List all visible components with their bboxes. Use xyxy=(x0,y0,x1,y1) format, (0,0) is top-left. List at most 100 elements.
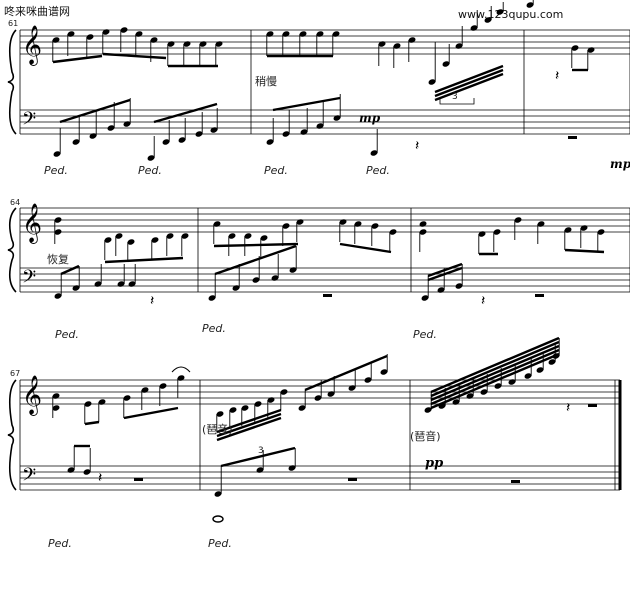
note-head xyxy=(437,287,445,293)
note-head xyxy=(494,383,502,389)
note-head xyxy=(484,17,492,23)
fermata-icon xyxy=(171,366,191,373)
note-head xyxy=(526,2,534,8)
beam xyxy=(304,354,388,392)
dynamic-mark: mp xyxy=(359,111,381,125)
note-head xyxy=(300,129,308,135)
beam xyxy=(430,348,560,406)
triplet-label: 3 xyxy=(452,92,458,102)
note-head xyxy=(120,27,128,33)
rest-icon: 𝄽 xyxy=(566,400,570,416)
brace xyxy=(7,379,17,491)
note-head xyxy=(178,137,186,143)
measure-number: 67 xyxy=(10,369,21,378)
note-head xyxy=(339,219,347,225)
note-head xyxy=(380,369,388,375)
note-head xyxy=(252,277,260,283)
pedal-mark: Ped. xyxy=(264,164,288,177)
triplet-label: 3 xyxy=(258,446,264,456)
beam xyxy=(430,336,560,394)
note-head xyxy=(215,41,223,47)
note-head xyxy=(115,233,123,239)
glissando-label: (琶音) xyxy=(410,430,441,443)
note-head xyxy=(127,239,135,245)
note-head xyxy=(123,395,131,401)
note-head xyxy=(72,139,80,145)
note-head xyxy=(493,229,501,235)
note-head xyxy=(332,31,340,37)
note-head xyxy=(117,281,125,287)
bass-clef-icon: 𝄢 xyxy=(22,109,36,134)
note-head xyxy=(378,41,386,47)
beam xyxy=(430,340,560,398)
note-head xyxy=(455,43,463,49)
note-head xyxy=(348,385,356,391)
whole-rest xyxy=(588,404,597,407)
rest-icon: 𝄽 xyxy=(98,470,102,486)
note-head xyxy=(316,31,324,37)
note-head xyxy=(181,233,189,239)
note-head xyxy=(266,31,274,37)
beam xyxy=(220,446,296,468)
bass-clef-icon: 𝄢 xyxy=(22,267,36,292)
note-head xyxy=(271,275,279,281)
measure-number: 61 xyxy=(8,19,19,28)
note-head xyxy=(150,37,158,43)
note-head xyxy=(408,37,416,43)
note-head xyxy=(199,41,207,47)
beam xyxy=(427,266,463,282)
pedal-mark: Ped. xyxy=(138,164,162,177)
note-head xyxy=(424,407,432,413)
note-head xyxy=(67,31,75,37)
note-head xyxy=(159,383,167,389)
beam xyxy=(430,352,560,410)
note-head xyxy=(478,231,486,237)
treble-clef-icon: 𝄞 xyxy=(22,203,42,244)
beam xyxy=(216,412,282,438)
dynamic-mark: mp xyxy=(610,157,630,171)
note-head xyxy=(564,227,572,233)
rest-icon: 𝄽 xyxy=(150,293,154,309)
note-head xyxy=(167,41,175,47)
note-head xyxy=(84,401,92,407)
note-head xyxy=(162,139,170,145)
beam xyxy=(434,64,504,94)
note-head xyxy=(89,133,97,139)
note-head xyxy=(229,407,237,413)
note-head xyxy=(102,29,110,35)
beam xyxy=(430,344,560,402)
pedal-mark: Ped. xyxy=(44,164,68,177)
note-head xyxy=(370,150,378,156)
site-watermark-right: www.123qupu.com xyxy=(458,8,564,21)
note-head xyxy=(442,61,450,67)
note-head xyxy=(128,281,136,287)
treble-clef-icon: 𝄞 xyxy=(22,25,42,66)
rest-icon: 𝄽 xyxy=(555,68,559,84)
note-head xyxy=(208,295,216,301)
note-head xyxy=(267,397,275,403)
rest-icon: 𝄽 xyxy=(481,293,485,309)
whole-rest xyxy=(535,294,544,297)
note-head xyxy=(52,393,60,399)
note-head xyxy=(537,221,545,227)
note-head xyxy=(52,405,60,411)
beam xyxy=(102,52,167,60)
note-head xyxy=(389,229,397,235)
pedal-mark: Ped. xyxy=(202,322,226,335)
whole-rest xyxy=(568,136,577,139)
note-head xyxy=(54,229,62,235)
note-head xyxy=(536,367,544,373)
note-head xyxy=(524,373,532,379)
note-head xyxy=(314,395,322,401)
brace xyxy=(7,29,17,135)
note-head xyxy=(419,229,427,235)
note-head xyxy=(166,233,174,239)
pedal-mark: Ped. xyxy=(366,164,390,177)
note-head xyxy=(298,405,306,411)
note-head xyxy=(183,41,191,47)
note-head xyxy=(83,469,91,475)
beam xyxy=(104,256,184,264)
note-head xyxy=(597,229,605,235)
note-head xyxy=(54,217,62,223)
note-head xyxy=(104,237,112,243)
